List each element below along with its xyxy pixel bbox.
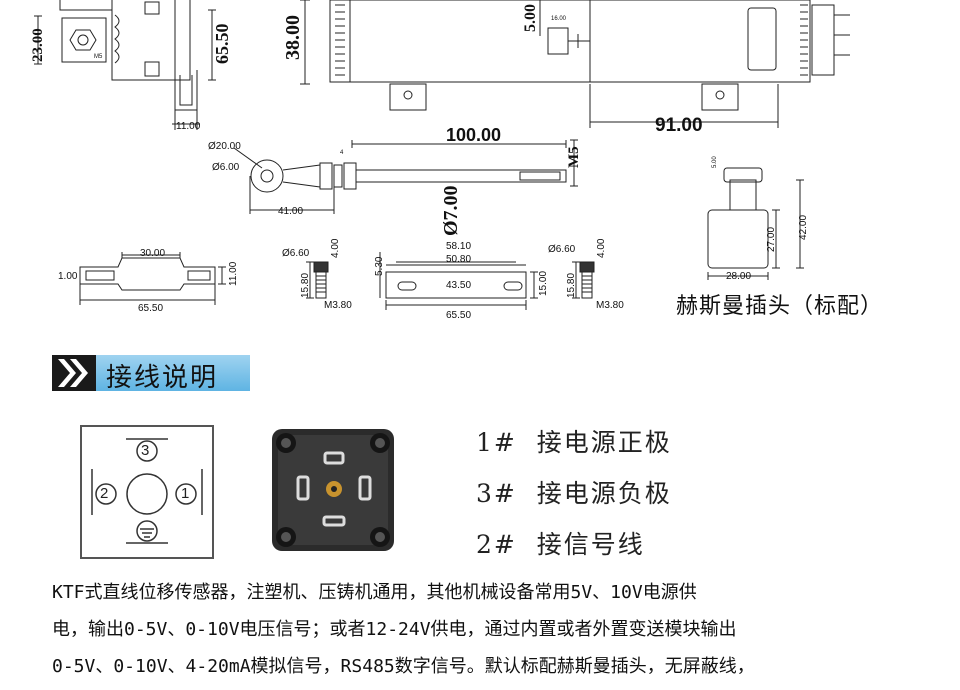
dim-bracket-23: 23.00 xyxy=(30,28,46,62)
clamp-drawing xyxy=(79,252,226,305)
dim-plug-42: 42.00 xyxy=(798,214,809,240)
dim-rod-7: Ø7.00 xyxy=(440,185,462,236)
pin-desc: 接信号线 xyxy=(536,530,645,559)
screw-drawing-1 xyxy=(306,261,329,299)
dim-plug-27: 27.00 xyxy=(766,226,777,252)
connector-photo xyxy=(268,425,398,555)
dim-screw2-6-60: Ø6.60 xyxy=(548,244,576,255)
mounting-bracket-drawing xyxy=(34,0,216,130)
description-line-1: KTF式直线位移传感器，注塑机、压铸机通用，其他机械设备常用5V、10V电源供 xyxy=(52,582,697,603)
dim-clamp-1: 1.00 xyxy=(58,271,78,282)
pin-list-item-1: 1# 接电源正极 xyxy=(476,423,672,459)
pin-3-label: 3 xyxy=(141,442,150,459)
pin-list-item-2: 2# 接信号线 xyxy=(476,525,645,561)
dim-plate-5-30: 5.30 xyxy=(374,256,385,276)
rod-end-drawing xyxy=(233,139,578,214)
dim-rod-6: Ø6.00 xyxy=(212,162,240,173)
mounting-plate-drawing xyxy=(379,252,538,310)
description-line-3: 0-5V、0-10V、4-20mA模拟信号，RS485数字信号。默认标配赫斯曼插… xyxy=(52,656,755,677)
dim-plug-5: 5.00 xyxy=(712,156,718,168)
pin-1-label: 1 xyxy=(181,485,190,502)
sensor-body-drawing xyxy=(300,0,850,128)
dim-body-38: 38.00 xyxy=(282,15,304,60)
dim-screw1-15-80: 15.80 xyxy=(300,272,311,298)
plug-caption: 赫斯曼插头（标配） xyxy=(676,294,884,319)
description-line-2: 电，输出0-5V、0-10V电压信号；或者12-24V供电，通过内置或者外置变送… xyxy=(52,619,737,640)
dim-rod-20: Ø20.00 xyxy=(208,141,241,152)
section-header-band xyxy=(96,355,250,391)
pin-desc: 接电源负极 xyxy=(536,479,672,508)
pin-number: 1# xyxy=(476,428,517,457)
dim-rod-41: 41.00 xyxy=(278,206,304,217)
dim-body-16: 16.00 xyxy=(551,16,567,22)
dim-plate-65-50: 65.50 xyxy=(446,310,472,321)
section-title: 接线说明 xyxy=(106,363,219,393)
dim-screw2-4: 4.00 xyxy=(596,238,607,258)
ground-icon xyxy=(136,520,158,542)
dim-plate-43-50: 43.50 xyxy=(446,280,472,291)
dim-rod-100: 100.00 xyxy=(446,125,502,145)
dim-rod-m5: M5 xyxy=(566,146,582,168)
pin-list-item-3: 3# 接电源负极 xyxy=(476,474,672,510)
dim-clamp-65-50: 65.50 xyxy=(138,303,164,314)
dim-body-91: 91.00 xyxy=(655,115,703,136)
dim-bracket-65-50: 65.50 xyxy=(212,23,232,65)
dim-plate-50-80: 50.80 xyxy=(446,254,472,265)
technical-drawing xyxy=(34,0,850,310)
pin-number: 3# xyxy=(476,479,517,508)
dim-plug-28: 28.00 xyxy=(726,271,752,282)
dim-screw2-m3-8: M3.80 xyxy=(596,300,624,311)
dim-bracket-11: 11.00 xyxy=(176,121,201,132)
dim-rod-small: 4 xyxy=(340,150,344,156)
dim-plate-58-10: 58.10 xyxy=(446,241,472,252)
dim-plate-15: 15.00 xyxy=(538,270,549,296)
section-header: 接线说明 xyxy=(52,355,250,393)
hirschmann-plug-drawing xyxy=(707,167,804,280)
pin-2-label: 2 xyxy=(100,485,109,502)
pin-desc: 接电源正极 xyxy=(536,428,672,457)
dim-screw2-15-80: 15.80 xyxy=(566,272,577,298)
dim-screw1-4: 4.00 xyxy=(330,238,341,258)
dim-body-5: 5.00 xyxy=(522,4,539,32)
pinout-diagram: 3 2 1 xyxy=(80,425,214,559)
dim-screw1-m3-8: M3.80 xyxy=(324,300,352,311)
screw-drawing-2 xyxy=(572,261,595,299)
pin-number: 2# xyxy=(476,530,517,559)
dim-clamp-30: 30.00 xyxy=(140,248,166,259)
double-chevron-icon xyxy=(52,355,96,391)
dim-clamp-11: 11.00 xyxy=(228,261,239,286)
dim-screw1-6-60: Ø6.60 xyxy=(282,248,310,259)
dim-bracket-m5: M5 xyxy=(94,54,103,60)
